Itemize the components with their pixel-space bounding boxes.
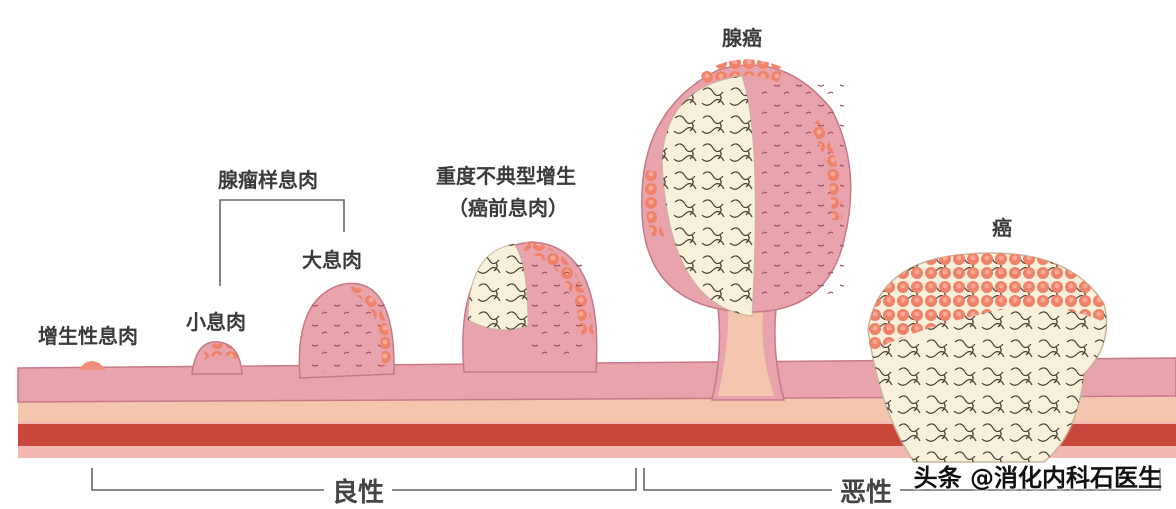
label-small-polyp: 小息肉 — [186, 310, 246, 334]
label-large-polyp: 大息肉 — [302, 248, 362, 272]
malignant-bracket-line — [643, 468, 1161, 491]
label-malignant: 恶性 — [832, 472, 901, 509]
label-precancerous-polyp: （癌前息肉） — [448, 196, 568, 220]
label-hyperplastic-polyp: 增生性息肉 — [38, 324, 138, 348]
label-severe-dysplasia: 重度不典型增生 — [436, 164, 576, 188]
label-cancer: 癌 — [992, 216, 1012, 240]
muscle-band — [18, 424, 1176, 446]
label-adenomatous-polyp: 腺瘤样息肉 — [218, 168, 318, 192]
watermark: 头条 @消化内科石医生 — [913, 464, 1162, 492]
label-adenocarcinoma: 腺癌 — [722, 26, 762, 50]
hyperplastic-polyp — [78, 361, 106, 370]
label-benign: 良性 — [324, 472, 393, 509]
adenomatous-bracket — [219, 199, 345, 286]
